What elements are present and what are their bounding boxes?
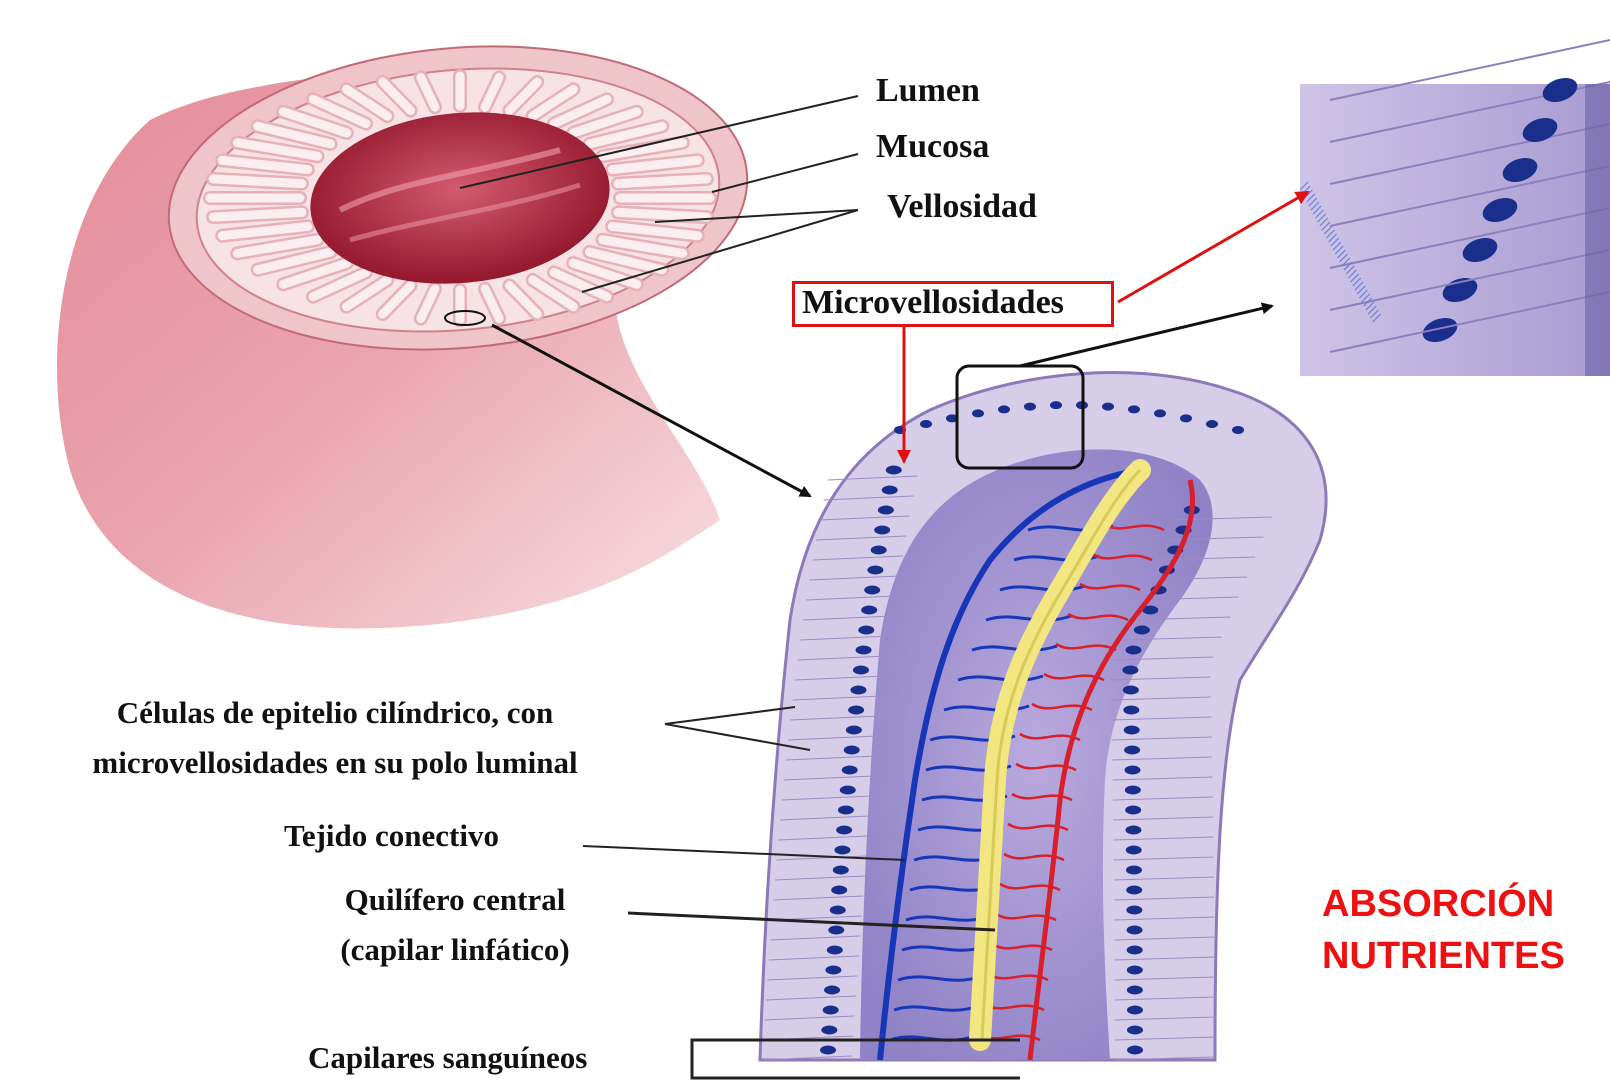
cell-nucleus: [856, 646, 872, 655]
cell-nucleus: [886, 466, 902, 475]
cell-nucleus: [1125, 766, 1141, 775]
cell-nucleus: [846, 726, 862, 735]
cell-nucleus: [882, 486, 898, 495]
leader-celulas-1: [665, 707, 795, 724]
cell-nucleus: [830, 906, 846, 915]
cell-nucleus: [834, 846, 850, 855]
label-lumen: Lumen: [876, 72, 980, 110]
label-vellosidad: Vellosidad: [887, 188, 1037, 226]
cell-nucleus: [878, 506, 894, 515]
cell-nucleus: [1102, 403, 1114, 411]
cell-nucleus: [824, 986, 840, 995]
cell-nucleus: [1206, 420, 1218, 428]
label-quilifero-line1: Quilífero central: [300, 882, 610, 918]
label-celulas-line2: microvellosidades en su polo luminal: [10, 745, 660, 781]
cell-nucleus: [1134, 626, 1150, 635]
cell-nucleus: [1127, 1046, 1143, 1055]
cell-nucleus: [998, 405, 1010, 413]
cell-nucleus: [842, 766, 858, 775]
villus-illustration: [760, 366, 1326, 1060]
cell-nucleus: [838, 806, 854, 815]
cell-nucleus: [827, 946, 843, 955]
cell-nucleus: [1122, 666, 1138, 675]
cell-nucleus: [820, 1046, 836, 1055]
cell-nucleus: [821, 1026, 837, 1035]
cell-nucleus: [861, 606, 877, 615]
cell-nucleus: [1126, 906, 1142, 915]
cell-nucleus: [1127, 986, 1143, 995]
cell-nucleus: [836, 826, 852, 835]
cell-nucleus: [825, 966, 841, 975]
cell-nucleus: [850, 686, 866, 695]
cell-nucleus: [871, 546, 887, 555]
cell-nucleus: [848, 706, 864, 715]
cell-nucleus: [840, 786, 856, 795]
label-celulas-line1: Células de epitelio cilíndrico, con: [10, 695, 660, 731]
title-nutrientes: NUTRIENTES: [1322, 932, 1565, 980]
cell-nucleus: [1232, 426, 1244, 434]
cell-nucleus: [858, 626, 874, 635]
cell-nucleus: [1128, 405, 1140, 413]
cell-nucleus: [1125, 646, 1141, 655]
cell-nucleus: [874, 526, 890, 535]
cell-nucleus: [1124, 746, 1140, 755]
cell-nucleus: [1127, 946, 1143, 955]
villus-fold-core: [213, 212, 302, 217]
intestine-illustration: [57, 23, 760, 628]
cell-nucleus: [1154, 409, 1166, 417]
cell-nucleus: [1126, 866, 1142, 875]
cell-nucleus: [1125, 826, 1141, 835]
cell-nucleus: [1126, 886, 1142, 895]
cell-nucleus: [1126, 846, 1142, 855]
cell-nucleus: [867, 566, 883, 575]
cell-nucleus: [844, 746, 860, 755]
label-microvellosidades: Microvellosidades: [802, 284, 1064, 322]
villus-fold-core: [618, 212, 707, 217]
villus-fold-core: [213, 179, 302, 184]
cell-nucleus: [1123, 686, 1139, 695]
villus-fold-core: [618, 179, 707, 184]
label-capilares: Capilares sanguíneos: [308, 1040, 587, 1076]
cell-nucleus: [1050, 401, 1062, 409]
cell-nucleus: [1125, 806, 1141, 815]
cell-nucleus: [831, 886, 847, 895]
cell-nucleus: [1180, 414, 1192, 422]
cell-nucleus: [920, 420, 932, 428]
cell-nucleus: [823, 1006, 839, 1015]
cell-nucleus: [828, 926, 844, 935]
cell-nucleus: [1127, 1006, 1143, 1015]
cell-nucleus: [972, 409, 984, 417]
cell-nucleus: [1024, 403, 1036, 411]
cell-nucleus: [1127, 966, 1143, 975]
cell-nucleus: [1127, 1026, 1143, 1035]
cell-nucleus: [1124, 726, 1140, 735]
microvilli-zoom-inset: [1300, 40, 1610, 376]
label-quilifero-line2: (capilar linfático): [300, 932, 610, 968]
cell-nucleus: [853, 666, 869, 675]
label-tejido: Tejido conectivo: [284, 818, 499, 854]
title-absorcion: ABSORCIÓN: [1322, 880, 1554, 928]
zoom-basal-shade: [1585, 84, 1610, 376]
cell-nucleus: [1127, 926, 1143, 935]
cell-nucleus: [864, 586, 880, 595]
cell-nucleus: [833, 866, 849, 875]
arrow-micro-to-inset: [1118, 192, 1308, 302]
cell-nucleus: [1125, 786, 1141, 795]
cell-nucleus: [1123, 706, 1139, 715]
label-mucosa: Mucosa: [876, 128, 989, 166]
